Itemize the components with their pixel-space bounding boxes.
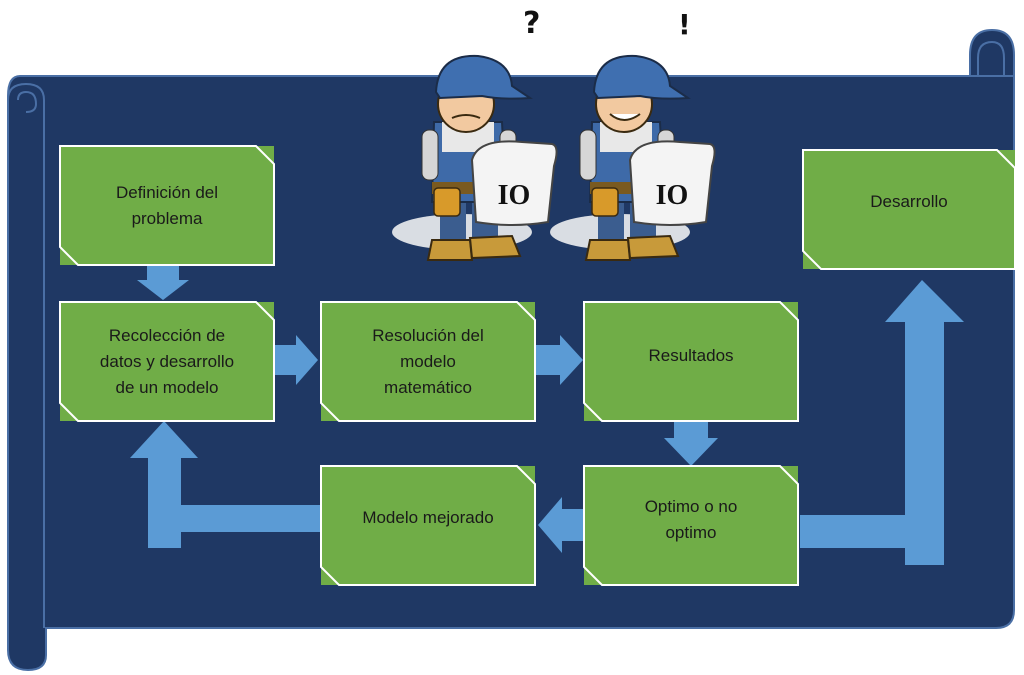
box-definicion-del-problema: Definición del problema [59, 145, 275, 266]
box-label: Optimo o no optimo [644, 496, 738, 542]
exclamation-mark-icon: ! [678, 8, 691, 41]
question-mark-icon: ? [523, 6, 541, 41]
box-label: Modelo mejorado [362, 507, 494, 527]
box-label: Resolución del modelo matemático [372, 325, 484, 397]
worker-badge: IO [656, 180, 689, 211]
worker-happy-illustration: IO [550, 54, 716, 261]
arrow-resultados-to-optimo [664, 421, 718, 466]
arrow-optimo-to-desarrollo [800, 280, 964, 565]
arrow-recoleccion-to-resolucion [275, 335, 318, 385]
box-desarrollo: Desarrollo [802, 149, 1016, 270]
box-recoleccion-de-datos: Recolección de datos y desarrollo de un … [59, 301, 275, 422]
box-label: Resultados [648, 345, 734, 365]
arrow-mejorado-to-recoleccion [130, 421, 322, 548]
box-label: Definición del problema [115, 182, 219, 228]
box-optimo-o-no-optimo: Optimo o no optimo [583, 465, 799, 586]
box-label: Recolección de datos y desarrollo de un … [99, 325, 235, 397]
arrow-definicion-to-recoleccion [137, 266, 189, 300]
arrow-resolucion-to-resultados [535, 335, 583, 385]
box-label: Desarrollo [870, 191, 948, 211]
worker-badge: IO [498, 180, 531, 211]
worker-puzzled-illustration: IO [392, 54, 558, 261]
box-resolucion-del-modelo: Resolución del modelo matemático [320, 301, 536, 422]
box-resultados: Resultados [583, 301, 799, 422]
arrow-optimo-to-mejorado [538, 497, 584, 553]
box-modelo-mejorado: Modelo mejorado [320, 465, 536, 586]
